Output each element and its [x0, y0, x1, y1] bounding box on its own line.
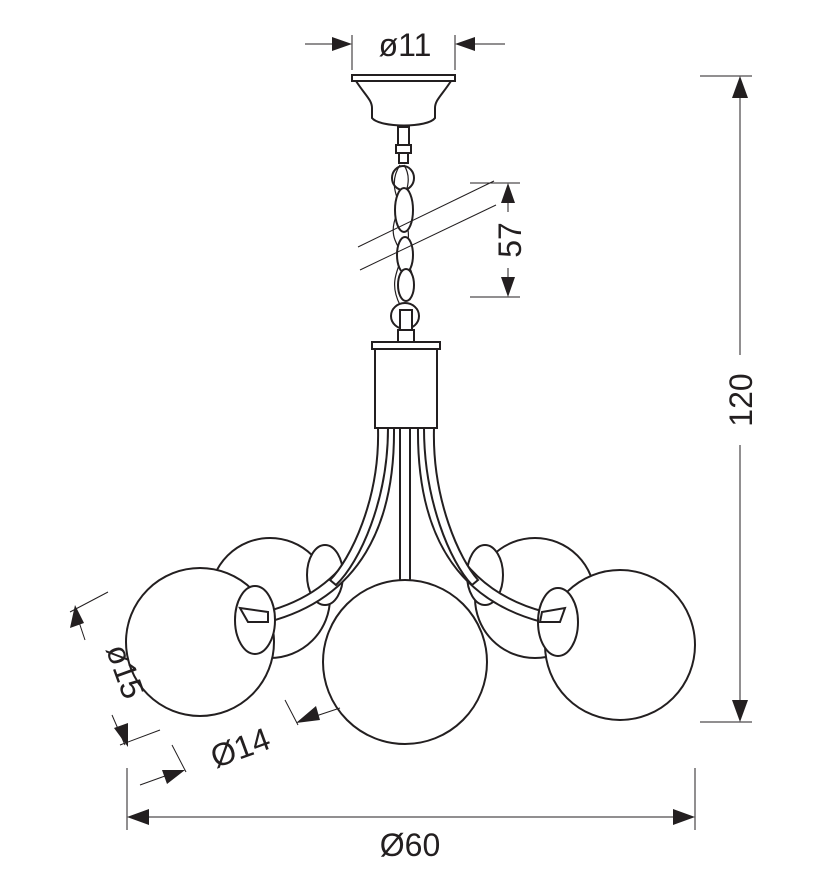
total-diameter-dimension: Ø60 [126, 768, 696, 863]
chain-length-label: 57 [492, 222, 528, 258]
center-globe-diameter-dimension: Ø14 [139, 699, 341, 786]
chain-break-lines [357, 180, 497, 271]
front-globes [125, 567, 696, 745]
chain-length-dimension: 57 [470, 182, 528, 298]
total-height-label: 120 [723, 373, 759, 426]
canopy-diameter-dimension: ø11 [305, 27, 505, 70]
center-globe-diameter-label: Ø14 [206, 720, 275, 775]
total-height-dimension: 120 [700, 75, 759, 723]
canopy-diameter-label: ø11 [379, 27, 432, 63]
arms [263, 427, 547, 624]
chain [390, 164, 420, 343]
ceiling-canopy [351, 74, 456, 164]
lamp-body [371, 341, 441, 429]
total-diameter-label: Ø60 [380, 827, 440, 863]
